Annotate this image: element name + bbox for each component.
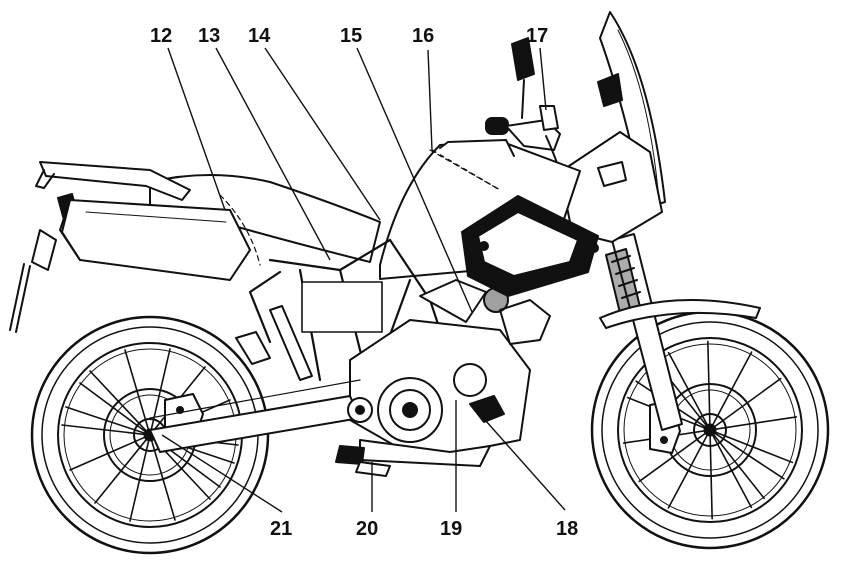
front-fork (605, 233, 683, 431)
leader-18 (477, 411, 566, 511)
leader-15 (356, 47, 473, 313)
brake-pedal (469, 395, 505, 423)
front-wheel (590, 310, 830, 550)
leader-lines (161, 47, 566, 513)
luggage-rack (35, 161, 191, 201)
mirror-left (511, 37, 535, 119)
leader-12 (167, 47, 226, 211)
leader-16 (427, 49, 433, 151)
callout-15: 15 (340, 25, 362, 47)
gear-pedal (355, 461, 391, 477)
fuel-tank (379, 139, 581, 280)
leader-16b (431, 149, 501, 191)
exhaust-muffler (59, 199, 251, 281)
swingarm (149, 379, 373, 453)
mirror-right (597, 73, 623, 107)
leader-13 (215, 47, 331, 261)
callout-17: 17 (526, 25, 548, 47)
callout-13: 13 (198, 25, 220, 47)
frame (248, 238, 452, 392)
footpeg-rear (235, 331, 271, 365)
callout-21: 21 (270, 518, 292, 540)
callout-12: 12 (150, 25, 172, 47)
leader-17 (539, 47, 547, 111)
front-fender (599, 299, 761, 329)
engine (349, 279, 551, 467)
callout-18: 18 (556, 518, 578, 540)
callout-16: 16 (412, 25, 434, 47)
callout-labels: 12 13 14 15 16 17 18 19 20 21 (150, 25, 578, 540)
callout-19: 19 (440, 518, 462, 540)
leader-21 (161, 434, 283, 513)
tank-side-panel (461, 195, 599, 297)
leader-14 (264, 47, 381, 221)
seat (149, 174, 381, 266)
rear-shock (269, 305, 313, 381)
callout-20: 20 (356, 518, 378, 540)
callout-14: 14 (248, 25, 271, 47)
